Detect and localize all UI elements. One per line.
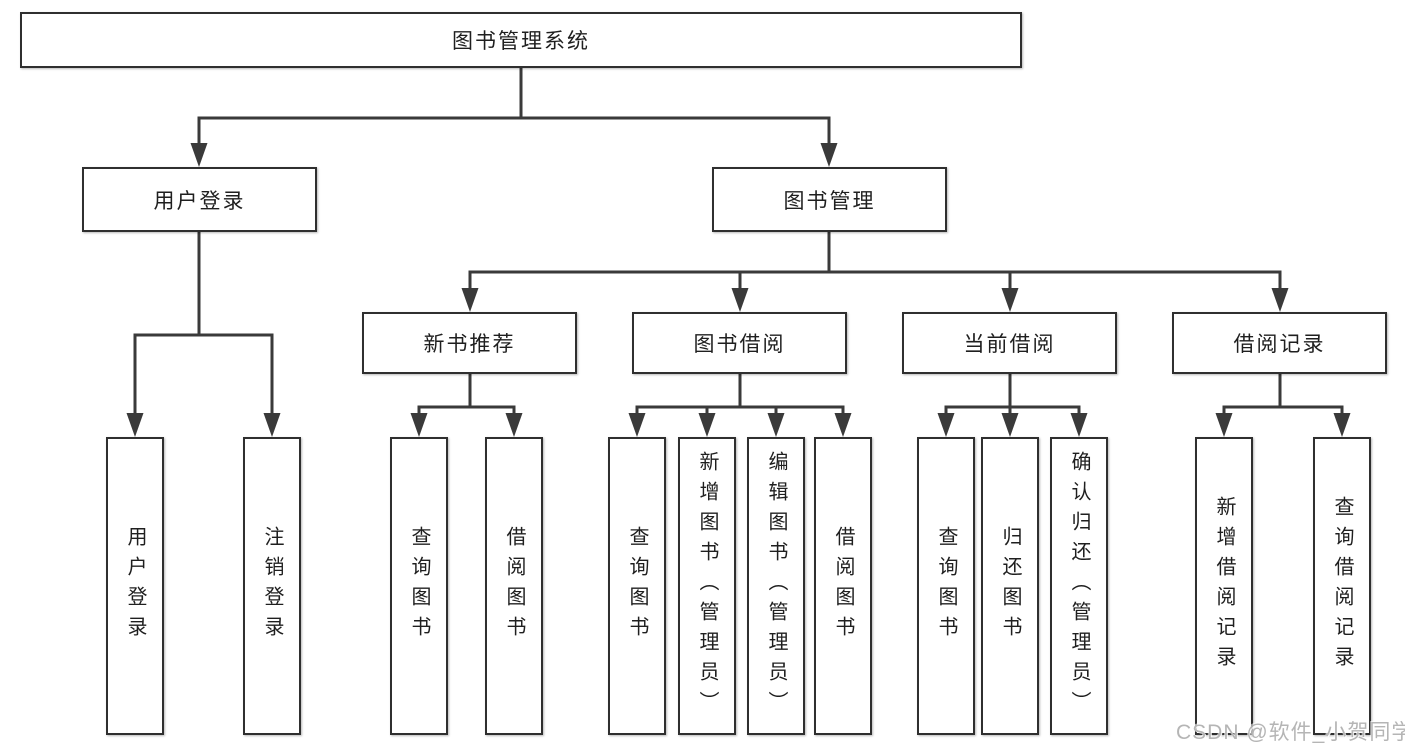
node-current-borrowing: 当前借阅: [902, 312, 1117, 374]
node-borrowing-records: 借阅记录: [1172, 312, 1387, 374]
node-user-login-module: 用户登录: [82, 167, 317, 232]
leaf-label: 查询图书: [408, 526, 430, 646]
leaf-label: 确认归还（管理员）: [1068, 451, 1090, 721]
arrow-down-icon: [628, 413, 646, 437]
leaf-query-books-recommend: 查询图书: [390, 437, 448, 735]
leaf-add-book-admin: 新增图书（管理员）: [678, 437, 736, 735]
node-root-label: 图书管理系统: [452, 30, 590, 53]
arrow-down-icon: [1001, 288, 1019, 312]
arrow-down-icon: [767, 413, 785, 437]
csdn-watermark: CSDN @软件_小贺同学: [1176, 721, 1405, 744]
arrow-down-icon: [834, 413, 852, 437]
node-book-borrowing: 图书借阅: [632, 312, 847, 374]
leaf-label: 借阅图书: [503, 526, 525, 646]
leaf-label: 查询图书: [626, 526, 648, 646]
leaf-label: 新增借阅记录: [1213, 496, 1235, 676]
arrow-down-icon: [190, 143, 208, 167]
arrow-down-icon: [1271, 288, 1289, 312]
arrow-down-icon: [505, 413, 523, 437]
leaf-label: 查询图书: [935, 526, 957, 646]
leaf-label: 归还图书: [999, 526, 1021, 646]
node-new-book-recommend: 新书推荐: [362, 312, 577, 374]
leaf-borrow-books-recommend: 借阅图书: [485, 437, 543, 735]
leaf-label: 注销登录: [261, 526, 283, 646]
arrow-down-icon: [410, 413, 428, 437]
leaf-logout: 注销登录: [243, 437, 301, 735]
leaf-confirm-return-admin: 确认归还（管理员）: [1050, 437, 1108, 735]
leaf-label: 借阅图书: [832, 526, 854, 646]
leaf-label: 查询借阅记录: [1331, 496, 1353, 676]
arrow-down-icon: [731, 288, 749, 312]
node-label: 当前借阅: [963, 333, 1056, 356]
leaf-label: 新增图书（管理员）: [696, 451, 718, 721]
node-label: 图书管理: [783, 189, 876, 213]
leaf-label: 用户登录: [124, 526, 146, 646]
leaf-query-books-current: 查询图书: [917, 437, 975, 735]
arrow-down-icon: [263, 413, 281, 437]
arrow-down-icon: [461, 288, 479, 312]
arrow-down-icon: [126, 413, 144, 437]
leaf-user-login: 用户登录: [106, 437, 164, 735]
leaf-label: 编辑图书（管理员）: [765, 451, 787, 721]
leaf-edit-book-admin: 编辑图书（管理员）: [747, 437, 805, 735]
node-label: 图书借阅: [693, 333, 786, 356]
arrow-down-icon: [1215, 413, 1233, 437]
leaf-add-borrow-record: 新增借阅记录: [1195, 437, 1253, 735]
leaf-return-book: 归还图书: [981, 437, 1039, 735]
node-label: 新书推荐: [423, 333, 516, 356]
node-label: 借阅记录: [1233, 333, 1326, 356]
node-label: 用户登录: [153, 189, 246, 213]
leaf-query-borrow-record: 查询借阅记录: [1313, 437, 1371, 735]
node-book-management-module: 图书管理: [712, 167, 947, 232]
leaf-query-books-borrowing: 查询图书: [608, 437, 666, 735]
arrow-down-icon: [698, 413, 716, 437]
arrow-down-icon: [1333, 413, 1351, 437]
arrow-down-icon: [1070, 413, 1088, 437]
arrow-down-icon: [820, 143, 838, 167]
arrow-down-icon: [937, 413, 955, 437]
node-root-system: 图书管理系统: [20, 12, 1022, 68]
arrow-down-icon: [1001, 413, 1019, 437]
leaf-borrow-books: 借阅图书: [814, 437, 872, 735]
